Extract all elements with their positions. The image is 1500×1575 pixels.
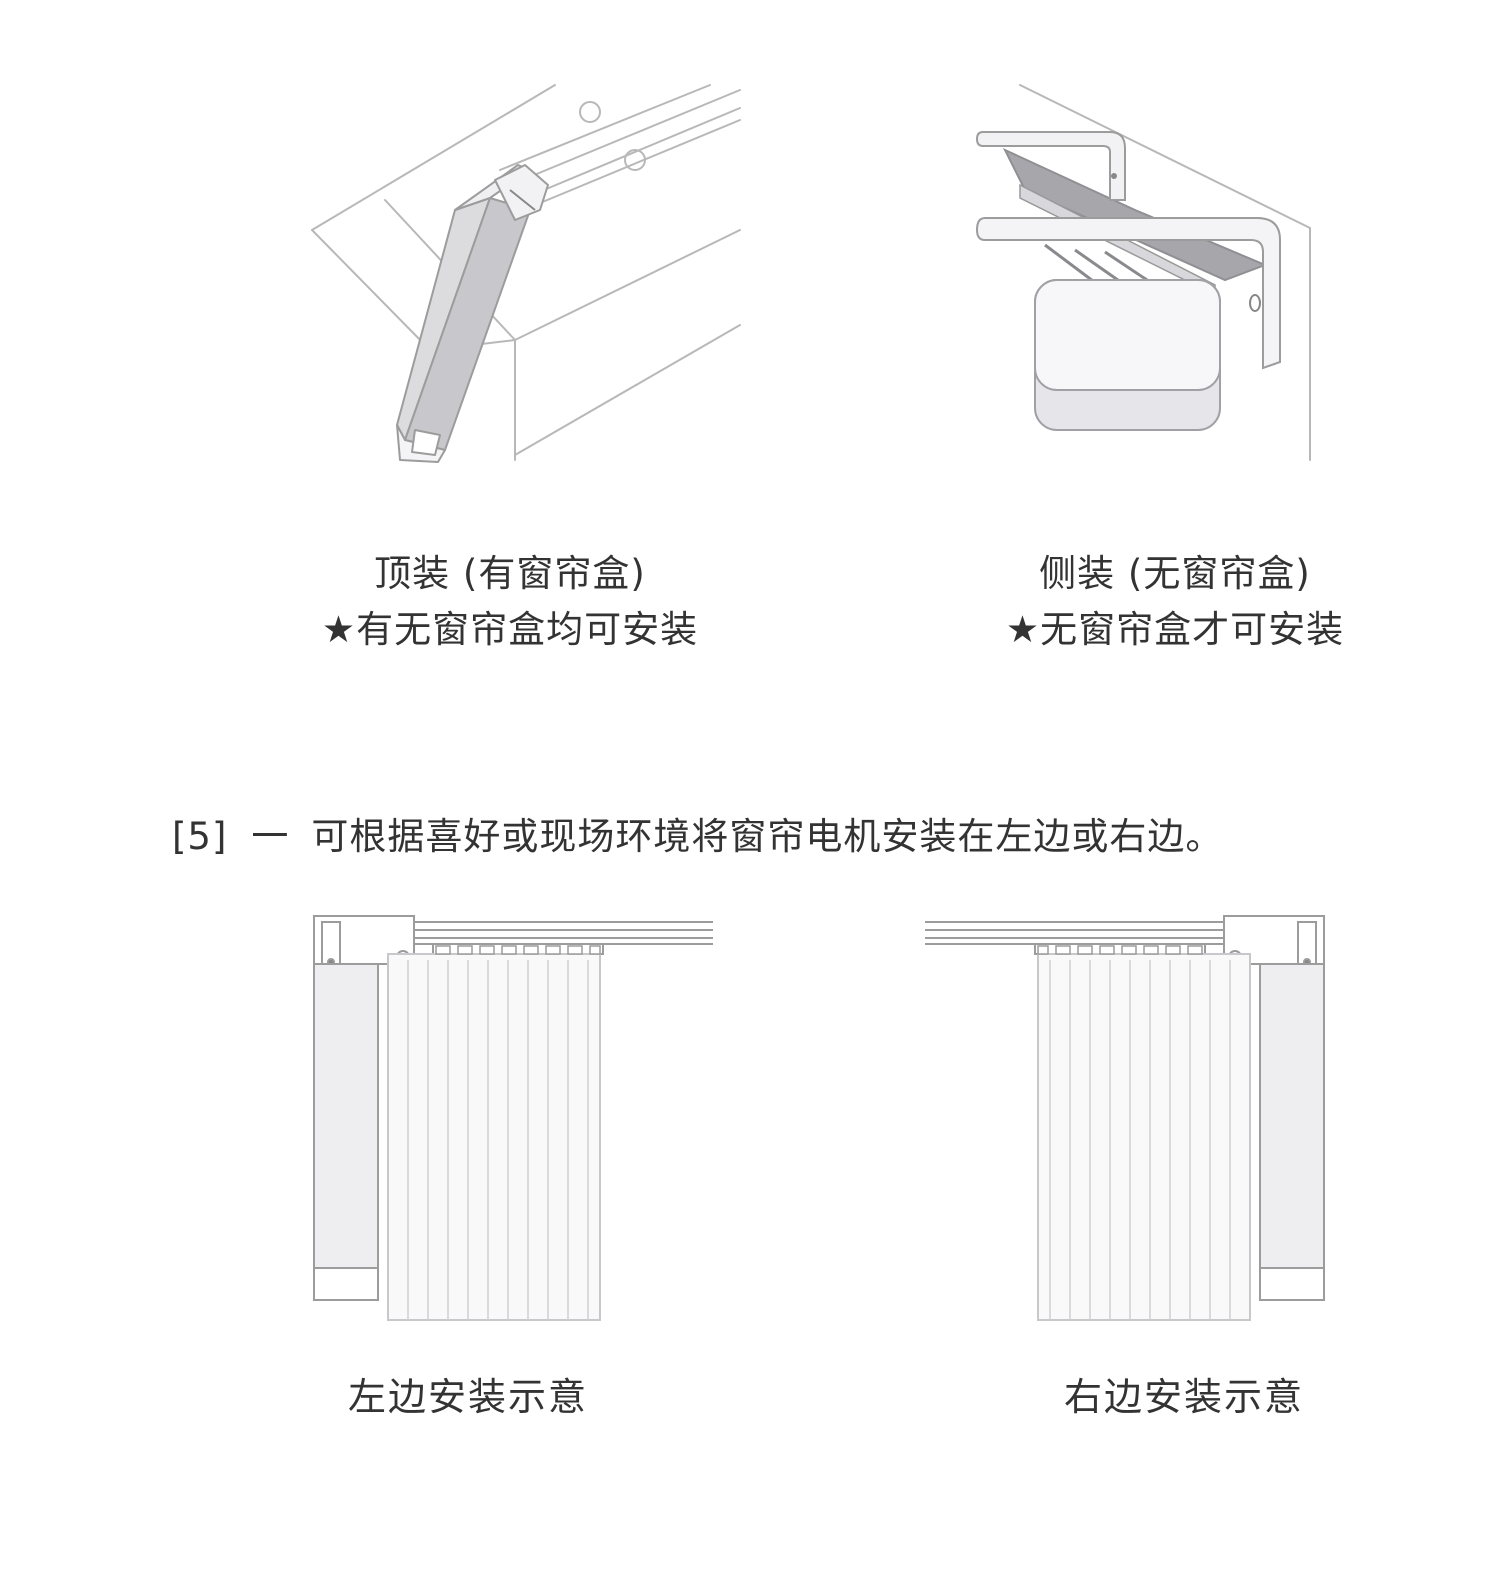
step-note: [5] 一可根据喜好或现场环境将窗帘电机安装在左边或右边。 <box>172 812 1223 862</box>
right-install-illustration <box>925 915 1325 1321</box>
step-dash: 一 <box>251 815 290 858</box>
top-mount-title: 顶装 (有窗帘盒) <box>374 552 646 595</box>
top-mount-illustration <box>311 84 741 463</box>
step-text: 可根据喜好或现场环境将窗帘电机安装在左边或右边。 <box>311 815 1224 858</box>
step-number: [5] <box>172 815 228 858</box>
top-mount-note: ★有无窗帘盒均可安装 <box>321 608 699 651</box>
side-mount-title: 侧装 (无窗帘盒) <box>1039 552 1311 595</box>
side-mount-note: ★无窗帘盒才可安装 <box>1005 608 1345 651</box>
right-install-label: 右边安装示意 <box>1064 1375 1305 1419</box>
left-install-illustration <box>313 915 713 1321</box>
side-mount-illustration <box>975 84 1311 461</box>
left-install-label: 左边安装示意 <box>348 1375 589 1419</box>
